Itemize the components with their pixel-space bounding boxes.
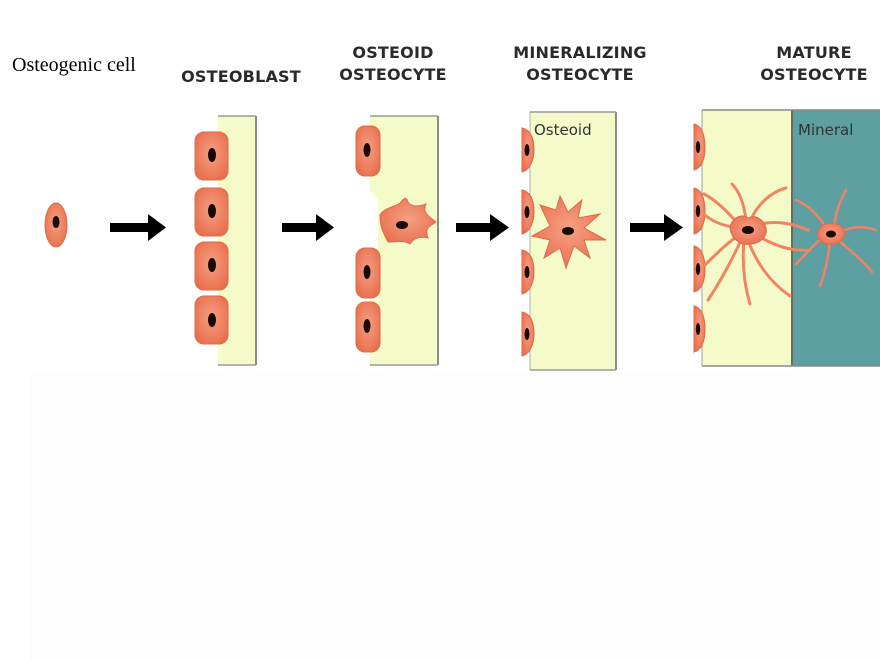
- arrow-right-icon: [110, 214, 166, 241]
- mineralizing-osteocyte-title-line1: MINERALIZING: [513, 43, 647, 62]
- mature-osteocyte-body: [729, 215, 767, 245]
- lower-blank-area: [30, 372, 880, 660]
- osteoid-lining-cell: [355, 301, 381, 353]
- osteoid-osteocyte-title: OSTEOID OSTEOCYTE: [330, 42, 456, 86]
- mature-lining-cell: [693, 245, 706, 293]
- mature-osteocyte-title: MATURE OSTEOCYTE: [750, 42, 878, 86]
- arrow-right-icon: [282, 214, 334, 241]
- mineralizing-lining-cell: [521, 127, 535, 173]
- osteoblast-title: OSTEOBLAST: [174, 66, 308, 88]
- osteoid-osteocyte-title-line1: OSTEOID: [352, 43, 434, 62]
- mineralizing-osteocyte-title-line2: OSTEOCYTE: [526, 65, 634, 84]
- mineralizing-lining-cell: [521, 311, 535, 357]
- osteoblast-cell: [194, 241, 229, 291]
- mineral-region-label: Mineral: [798, 121, 854, 139]
- osteoid-lining-cell: [355, 247, 381, 299]
- mineralizing-lining-cell: [521, 249, 535, 295]
- osteoblast-cell: [194, 187, 229, 237]
- mineralizing-osteocyte-title: MINERALIZING OSTEOCYTE: [506, 42, 654, 86]
- osteoid-osteocyte-title-line2: OSTEOCYTE: [339, 65, 447, 84]
- mature-lining-cell: [693, 187, 706, 235]
- osteogenic-cell-label: Osteogenic cell: [12, 54, 136, 76]
- mature-lining-cell: [693, 123, 706, 171]
- mineral-osteocyte-body: [817, 222, 845, 245]
- osteoblast-cell: [194, 131, 229, 181]
- osteoid-osteocyte-cell: [379, 197, 437, 245]
- osteoid-lining-cell: [355, 125, 381, 177]
- osteoblast-title-line: OSTEOBLAST: [181, 67, 301, 86]
- osteoid-region-label: Osteoid: [534, 121, 592, 139]
- mature-lining-cell: [693, 305, 706, 353]
- mineralizing-osteocyte-cell: [530, 194, 607, 270]
- osteoblast-cell: [194, 295, 229, 345]
- mature-panel: [701, 109, 880, 367]
- mineralizing-lining-cell: [521, 189, 535, 235]
- mature-osteocyte-title-line1: MATURE: [776, 43, 852, 62]
- mature-osteocyte-title-line2: OSTEOCYTE: [760, 65, 868, 84]
- arrow-right-icon: [456, 214, 509, 241]
- osteogenic-cell: [44, 202, 68, 248]
- arrow-right-icon: [630, 214, 683, 241]
